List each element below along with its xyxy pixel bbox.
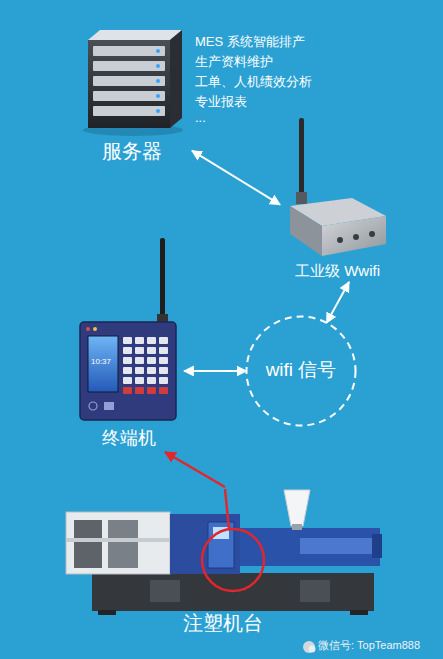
router-port xyxy=(369,231,375,237)
server-top xyxy=(88,30,182,40)
server-bay xyxy=(93,61,165,71)
node-label: 终端机 xyxy=(102,428,156,450)
dashed-circle xyxy=(247,317,356,426)
terminal-red-keys xyxy=(122,386,170,396)
server-led xyxy=(156,94,160,98)
highlight-leader xyxy=(225,489,229,529)
node-label: 服务器 xyxy=(102,139,162,163)
terminal-antenna xyxy=(160,238,165,318)
terminal-screen xyxy=(88,336,118,392)
function-item: 生产资料维护 xyxy=(195,54,273,70)
watermark: 微信号: TopTeam888 xyxy=(318,639,420,652)
terminal-node: 终端机 xyxy=(74,230,184,452)
highlight-circle xyxy=(202,529,264,591)
connector-arrow xyxy=(184,370,247,372)
node-label: 工业级 Wwifi xyxy=(295,262,380,280)
server-front xyxy=(88,40,170,128)
function-item: 工单、人机绩效分析 xyxy=(195,74,312,90)
machine-hopper-neck xyxy=(292,524,302,530)
machine-clamp-unit xyxy=(66,512,170,574)
machine-hopper xyxy=(284,490,310,526)
function-item: 专业报表 xyxy=(195,94,247,110)
server-bay xyxy=(93,46,165,56)
server-bay xyxy=(93,91,165,101)
server-led xyxy=(156,49,160,53)
machine-foot xyxy=(98,610,116,615)
router-antenna-base xyxy=(296,192,307,204)
machine-barrel xyxy=(300,538,380,554)
terminal-reader xyxy=(89,402,97,410)
router-port xyxy=(337,237,343,243)
router-left-face xyxy=(290,206,322,256)
connector-arrow xyxy=(165,452,225,487)
machine-base-panel xyxy=(300,580,330,602)
wechat-icon xyxy=(309,646,316,653)
server-led xyxy=(156,109,160,113)
node-label: 注塑机台 xyxy=(183,611,263,635)
machine-barrel-end xyxy=(372,534,382,558)
terminal-reader xyxy=(104,402,114,410)
wechat-icon xyxy=(303,641,315,653)
machine-tie-bar xyxy=(66,538,170,542)
machine-node: 注塑机台 xyxy=(58,487,388,637)
machine-window xyxy=(108,520,138,568)
connector-arrow xyxy=(327,282,349,323)
terminal-lamp xyxy=(93,327,97,331)
server-bay xyxy=(93,76,165,86)
machine-base-panel xyxy=(150,580,180,602)
connector-arrow xyxy=(192,151,280,205)
function-item: MES 系统智能排产 xyxy=(195,34,305,50)
machine-window xyxy=(74,520,102,568)
terminal-keypad xyxy=(122,336,170,386)
router-port xyxy=(353,234,359,240)
server-led xyxy=(156,79,160,83)
server-node: 服务器 xyxy=(72,22,192,165)
machine-foot xyxy=(350,610,368,615)
server-led xyxy=(156,64,160,68)
function-item: ... xyxy=(195,110,206,126)
terminal-lamp xyxy=(86,327,90,331)
node-label: wifi 信号 xyxy=(266,359,337,382)
router-front-face xyxy=(322,216,386,256)
wifi-signal-circle: wifi 信号 xyxy=(245,315,357,427)
router-antenna xyxy=(299,118,304,200)
terminal-body xyxy=(80,322,176,420)
screen-clock: 10:37 xyxy=(91,357,111,367)
server-side xyxy=(170,30,182,128)
wifi-router-node: 工业级 Wwifi xyxy=(280,110,395,282)
server-bay xyxy=(93,106,165,116)
